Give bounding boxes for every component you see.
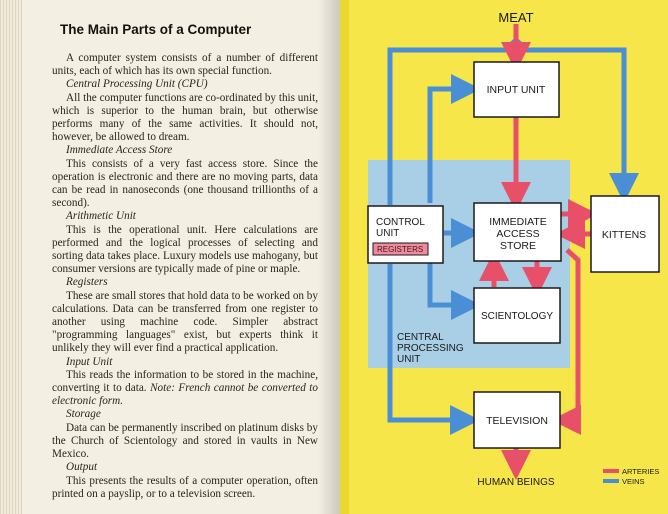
section-body-immediate-access-store: This consists of a very fast access stor… [52, 157, 318, 210]
human-beings-label: HUMAN BEINGS [477, 477, 555, 488]
scientology-label: SCIENTOLOGY [481, 311, 553, 322]
section-body-input-unit: This reads the information to be stored … [52, 369, 318, 409]
section-heading-output: Output [66, 461, 98, 474]
immediate-access-store-label-2: ACCESS [496, 228, 539, 240]
artery-store-to-television [551, 248, 581, 435]
article: The Main Parts of a Computer A computer … [52, 22, 318, 501]
cpu-label-1: CENTRAL [397, 332, 444, 343]
legend-arteries-swatch [603, 469, 619, 473]
section-body-storage: Data can be permanently inscribed on pla… [52, 421, 318, 461]
section-body-registers: These are small stores that hold data to… [52, 289, 318, 355]
control-unit-label-2: UNIT [376, 228, 399, 239]
legend-veins-label: VEINS [622, 477, 645, 486]
section-heading-storage: Storage [66, 408, 101, 421]
section-body-cpu: All the computer functions are co-ordina… [52, 91, 318, 144]
page-edges [0, 0, 22, 514]
meat-label: MEAT [498, 10, 533, 25]
section-heading-input-unit: Input Unit [66, 355, 113, 368]
input-unit-text: This reads the information to be stored … [52, 368, 318, 395]
television-box [473, 391, 561, 449]
section-heading-registers: Registers [66, 276, 108, 289]
legend-arteries-label: ARTERIES [622, 467, 659, 476]
scientology-box [473, 287, 561, 344]
right-page-gutter [340, 0, 349, 514]
section-body-output: This presents the results of a computer … [52, 474, 318, 500]
input-unit-box [473, 61, 560, 118]
vein-to-television [387, 264, 480, 435]
immediate-access-store-box [473, 202, 562, 262]
registers-label: REGISTERS [377, 245, 423, 254]
section-heading-immediate-access-store: Immediate Access Store [66, 144, 173, 157]
legend-veins-swatch [603, 479, 619, 483]
registers-box [372, 242, 429, 256]
control-unit-label-1: CONTROL [376, 217, 425, 228]
vein-to-scientology [427, 263, 481, 320]
left-page: The Main Parts of a Computer A computer … [0, 0, 347, 514]
television-label: TELEVISION [486, 415, 548, 427]
section-heading-cpu: Central Processing Unit (CPU) [66, 78, 208, 91]
immediate-access-store-label-3: STORE [500, 240, 536, 252]
page-title: The Main Parts of a Computer [60, 22, 252, 37]
immediate-access-store-label-1: IMMEDIATE [489, 216, 547, 228]
input-unit-note: Note: French cannot be converted to elec… [52, 382, 319, 408]
vein-to-input-unit [427, 74, 481, 203]
cpu-label-2: PROCESSING [397, 343, 464, 354]
cpu-label-3: UNIT [397, 354, 420, 365]
kittens-label: KITTENS [602, 229, 646, 241]
kittens-box [590, 195, 660, 273]
section-body-arithmetic-unit: This is the operational unit. Here calcu… [52, 223, 318, 276]
intro-paragraph: A computer system consists of a number o… [52, 52, 318, 78]
legend: ARTERIES VEINS [603, 467, 659, 486]
section-heading-arithmetic-unit: Arithmetic Unit [66, 210, 136, 223]
input-unit-label: INPUT UNIT [487, 84, 546, 96]
